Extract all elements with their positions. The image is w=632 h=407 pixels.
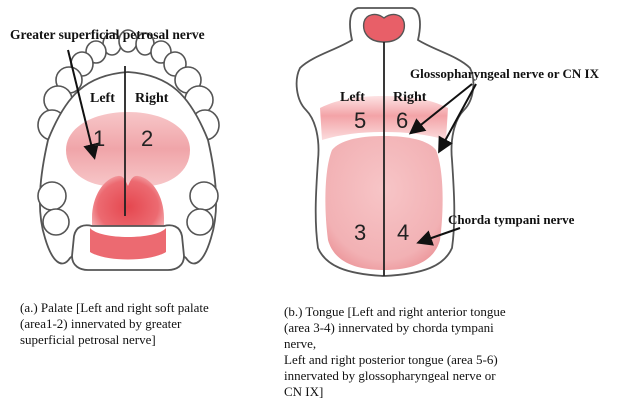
caption-line: nerve,	[284, 336, 506, 352]
tongue-area-3: 3	[354, 220, 366, 245]
palate-area-1: 1	[93, 126, 105, 151]
tongue-left-label: Left	[340, 90, 365, 105]
epiglottis	[364, 15, 405, 42]
tongue-right-label: Right	[393, 90, 427, 105]
caption-line: Left and right posterior tongue (area 5-…	[284, 352, 506, 368]
caption-line: (area1-2) innervated by greater	[20, 316, 209, 332]
soft-palate-area	[66, 112, 190, 186]
tongue-area-4: 4	[397, 220, 409, 245]
tongue-area-6: 6	[396, 108, 408, 133]
tongue-diagram: Glossopharyngeal nerve or CN IX Chorda t…	[297, 8, 600, 276]
tongue-area-5: 5	[354, 108, 366, 133]
palate-nerve-label: Greater superficial petrosal nerve	[10, 27, 205, 42]
palate-right-label: Right	[135, 91, 169, 106]
glosso-nerve-label: Glossopharyngeal nerve or CN IX	[410, 66, 600, 81]
palate-area-2: 2	[141, 126, 153, 151]
caption-line: (b.) Tongue [Left and right anterior ton…	[284, 304, 506, 320]
tongue-caption: (b.) Tongue [Left and right anterior ton…	[284, 304, 506, 400]
caption-line: superficial petrosal nerve]	[20, 332, 209, 348]
palate-diagram: Greater superficial petrosal nerve Left …	[10, 27, 219, 270]
palate-caption: (a.) Palate [Left and right soft palate …	[20, 300, 209, 348]
caption-line: (a.) Palate [Left and right soft palate	[20, 300, 209, 316]
palate-left-label: Left	[90, 91, 115, 106]
caption-line: innervated by glossopharyngeal nerve or	[284, 368, 506, 384]
caption-line: (area 3-4) innervated by chorda tympani	[284, 320, 506, 336]
chorda-nerve-label: Chorda tympani nerve	[448, 212, 575, 227]
caption-line: CN IX]	[284, 384, 506, 400]
